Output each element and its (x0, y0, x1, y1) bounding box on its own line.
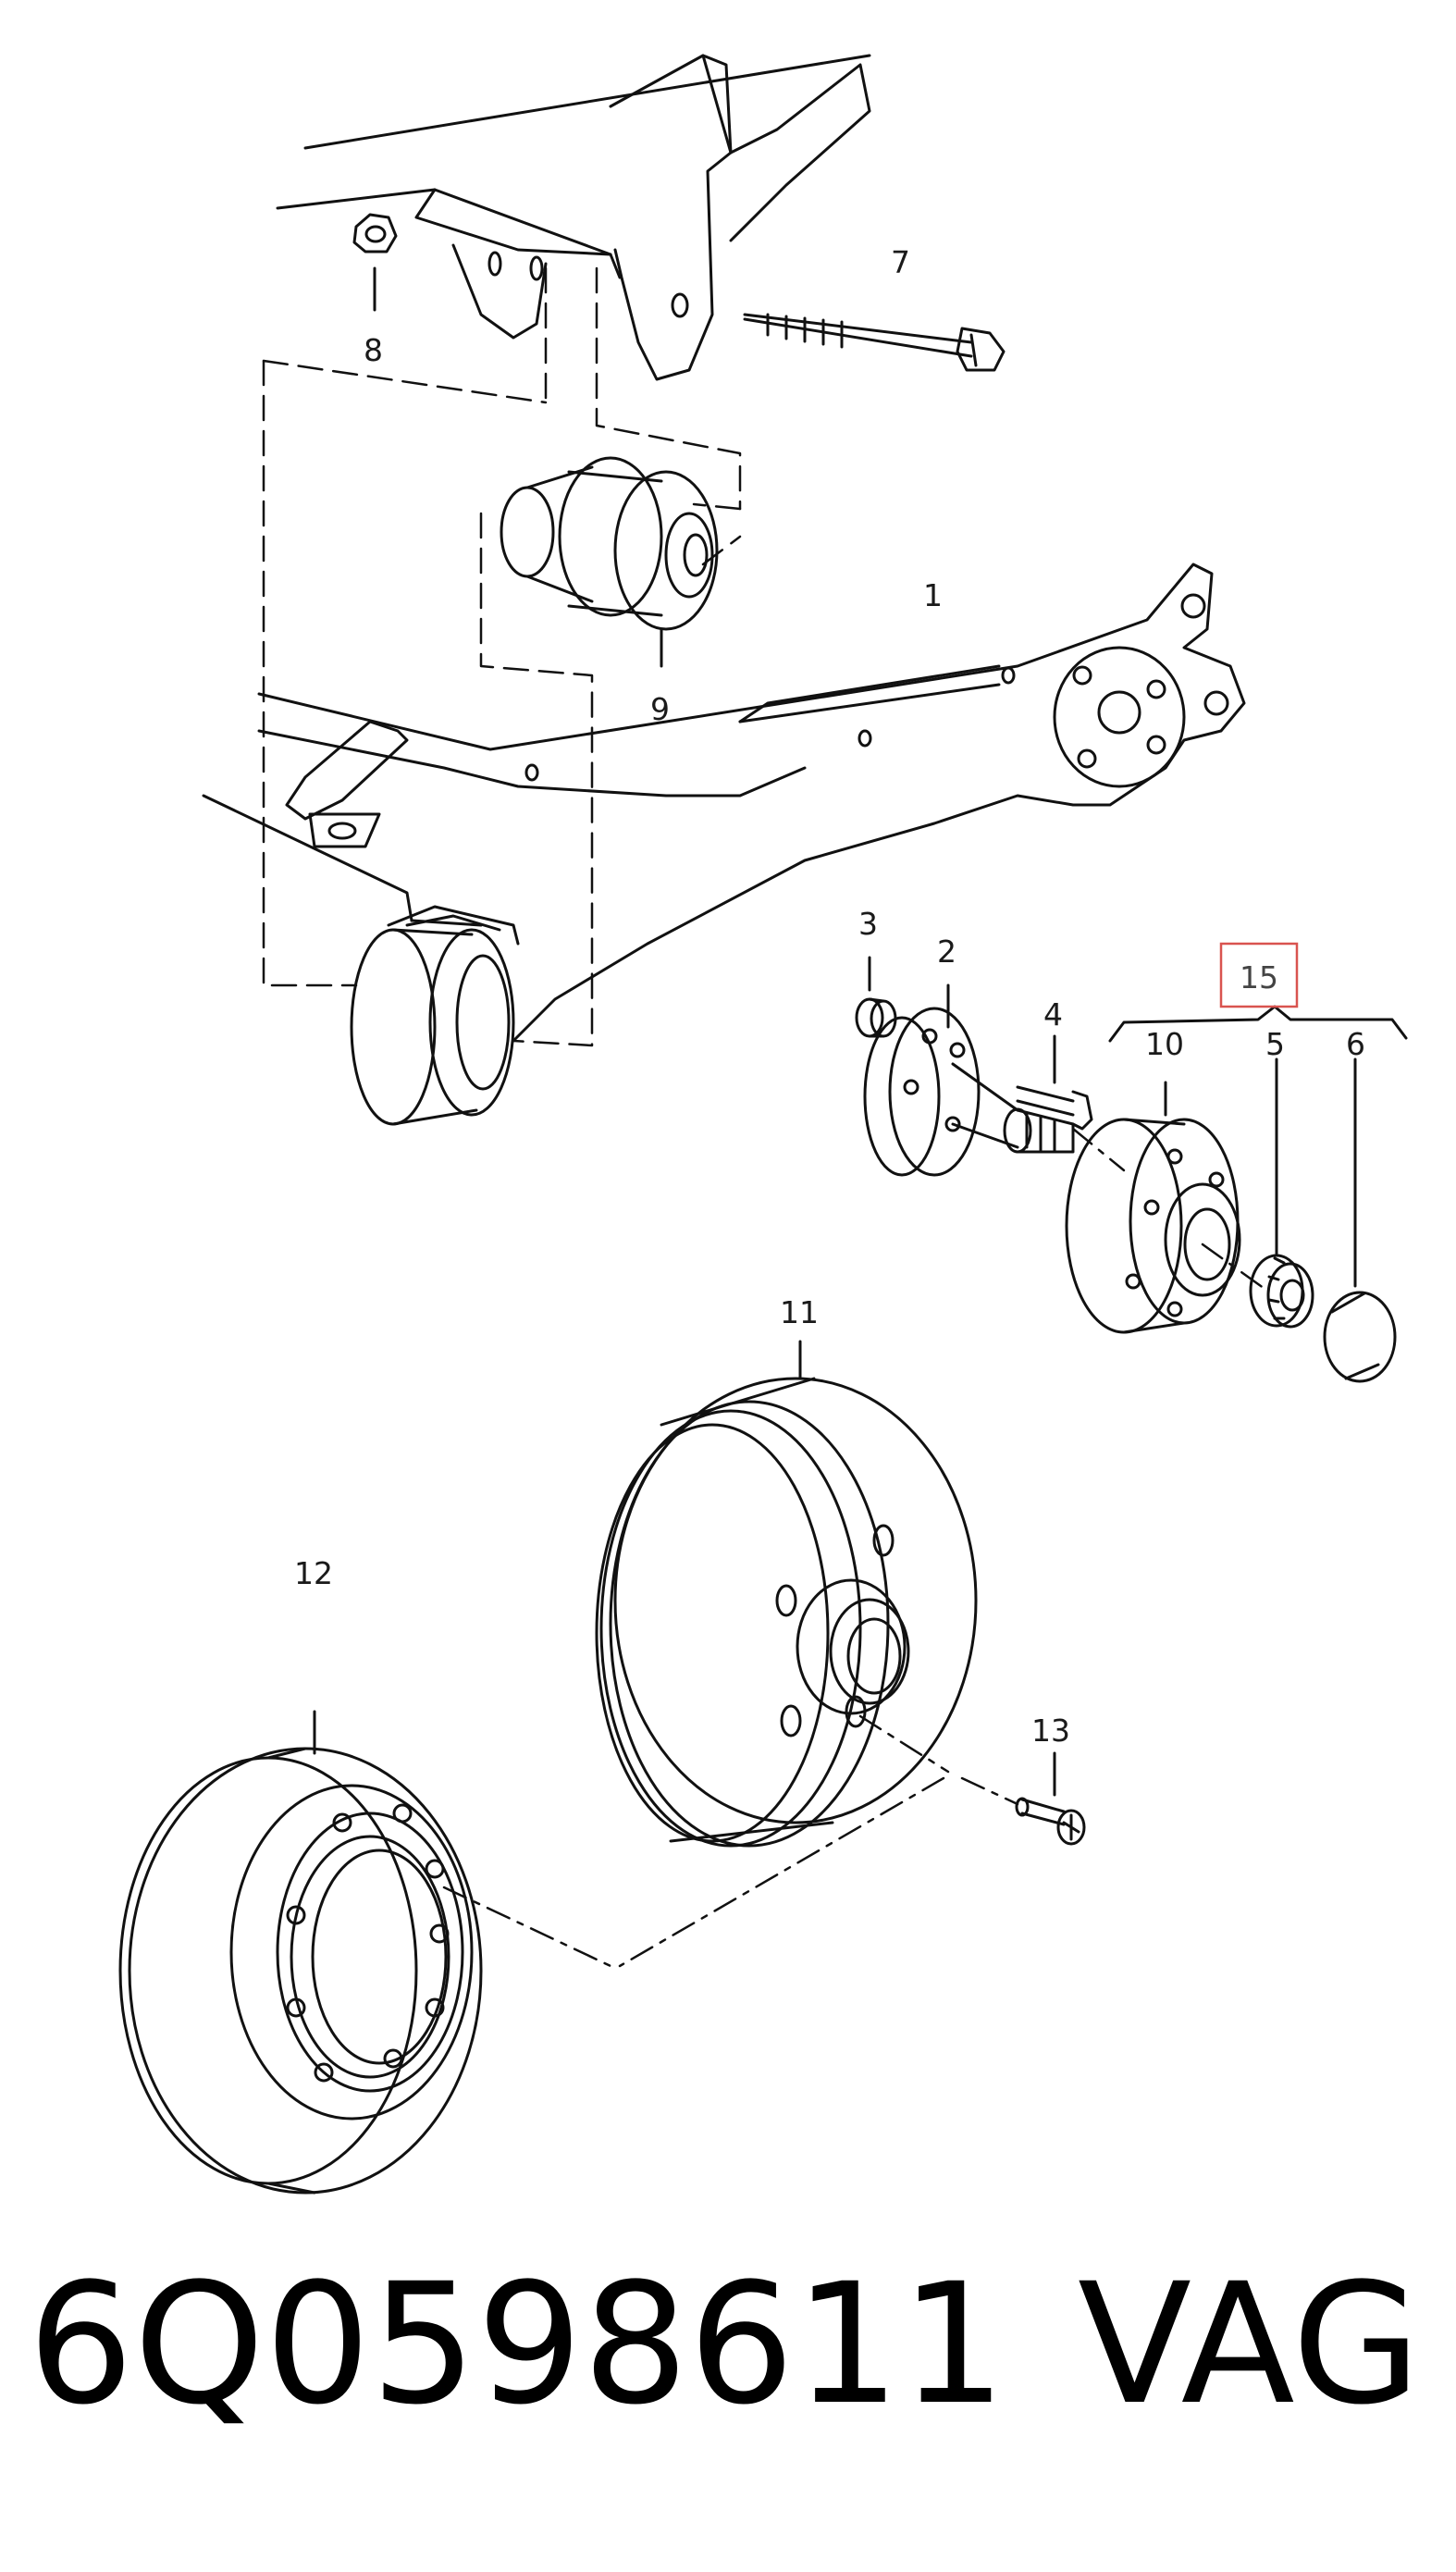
callout-labels: 1 2 3 4 5 6 7 8 9 10 11 12 13 15 (294, 244, 1365, 1749)
bolt-part-7 (743, 313, 1006, 372)
highlight-box-15 (1219, 942, 1299, 1008)
brake-drum-part-11 (595, 1340, 978, 1848)
bolt-part-4 (1016, 1034, 1093, 1131)
grease-cap-part-6 (1323, 1057, 1397, 1383)
callout-3: 3 (858, 906, 878, 942)
wheel-hub-part-10 (1065, 1081, 1241, 1334)
screw-part-13 (1015, 1751, 1086, 1846)
callout-5: 5 (1265, 1026, 1285, 1062)
brake-assembly-dash-lines (442, 1127, 1269, 1968)
callout-9: 9 (650, 691, 670, 727)
callout-15: 15 (1240, 959, 1278, 995)
stub-axle-part-2 (863, 983, 1075, 1177)
callout-1: 1 (923, 577, 943, 613)
cap-part-3 (855, 956, 897, 1038)
assembly-dash-lines (262, 266, 742, 1047)
callout-4: 4 (1043, 996, 1063, 1033)
brand-label: VAG (1078, 2248, 1422, 2442)
nut-part-8 (352, 213, 398, 312)
exploded-parts-diagram: 1 2 3 4 5 6 7 8 9 10 11 12 13 15 (118, 54, 1408, 2195)
bushing-part-9 (500, 456, 719, 668)
callout-10: 10 (1145, 1026, 1184, 1062)
callout-8: 8 (364, 332, 383, 368)
callout-11: 11 (780, 1294, 819, 1330)
trailing-arm-bush (350, 914, 515, 1126)
callout-12: 12 (294, 1555, 333, 1591)
nut-part-5 (1249, 1057, 1314, 1329)
callout-6: 6 (1346, 1026, 1365, 1062)
body-mounting-bracket (276, 54, 871, 381)
part-number-label: 6Q0598611 (28, 2248, 1006, 2442)
brake-disc-part-12 (118, 1710, 483, 2195)
callout-13: 13 (1031, 1713, 1070, 1749)
rear-axle-beam-part-1 (202, 563, 1246, 1043)
callout-2: 2 (937, 934, 956, 970)
callout-7: 7 (891, 244, 910, 280)
